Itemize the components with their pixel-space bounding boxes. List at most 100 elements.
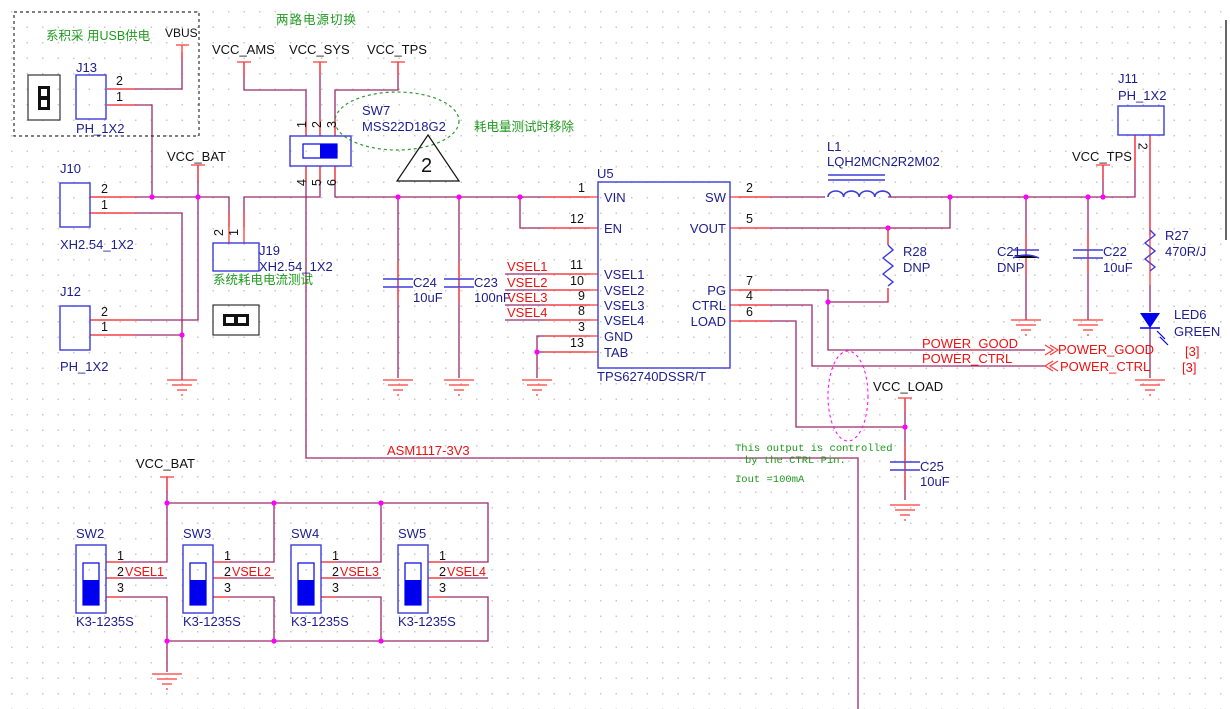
ground-symbol [1135, 379, 1165, 396]
sw5-ref[interactable]: SW5 [398, 526, 427, 541]
c23-ref[interactable]: C23 [474, 275, 498, 290]
led6-triangle [1140, 313, 1160, 328]
wire-pg [738, 289, 1045, 351]
c22-value: 10uF [1103, 260, 1133, 275]
wire-vout [738, 197, 951, 229]
c25-ref[interactable]: C25 [920, 459, 944, 474]
net-vsel1[interactable]: VSEL1 [507, 259, 548, 274]
net-vcc-load[interactable]: VCC_LOAD [873, 379, 944, 394]
net-asm1117[interactable]: ASM1117-3V3 [387, 443, 470, 458]
r27-ref[interactable]: R27 [1165, 228, 1189, 243]
sw3-ref[interactable]: SW3 [183, 526, 212, 541]
wire-j10-pin2 [90, 196, 230, 227]
c25-value: 10uF [920, 474, 950, 489]
u5-ref[interactable]: U5 [597, 166, 614, 181]
sw2-ref[interactable]: SW2 [76, 526, 105, 541]
net-vcc-tps-right[interactable]: VCC_TPS [1072, 149, 1132, 164]
net-vcc-bat-bottom[interactable]: VCC_BAT [136, 456, 195, 471]
net-vsel3[interactable]: VSEL3 [340, 565, 379, 579]
net-power-ctrl[interactable]: POWER_CTRL [922, 351, 1013, 366]
pin-number: 1 [439, 549, 446, 563]
u5-pin-number: 2 [746, 181, 753, 195]
port-power-good[interactable]: POWER_GOOD [1058, 342, 1155, 357]
net-vsel4[interactable]: VSEL4 [507, 305, 548, 320]
j13-value: PH_1X2 [76, 121, 125, 136]
revision-number: 2 [421, 155, 433, 177]
wire-sw2-1 [106, 503, 168, 563]
u5-pin-number: 8 [578, 304, 585, 318]
wire-sw4-3 [321, 596, 382, 641]
u5-pin-vout: VOUT [689, 221, 726, 236]
pin-number: 3 [439, 581, 446, 595]
pin-number: 2 [117, 565, 124, 579]
j19-ref[interactable]: J19 [259, 243, 280, 258]
sw7-ref[interactable]: SW7 [362, 103, 391, 118]
u5-pin-number: 3 [578, 320, 585, 334]
pin-number: 1 [227, 229, 241, 236]
wire-vcc-bat-bus [166, 477, 489, 563]
u5-pin-en: EN [604, 221, 623, 236]
note-remove-for-test: 耗电量测试时移除 [474, 120, 575, 134]
r28-value: DNP [903, 260, 931, 275]
u5-pin-ctrl: CTRL [692, 298, 726, 313]
net-vbus[interactable]: VBUS [165, 26, 198, 40]
led6-value: GREEN [1174, 324, 1221, 339]
j11-ref[interactable]: J11 [1118, 71, 1138, 86]
net-vcc-tps[interactable]: VCC_TPS [367, 42, 427, 57]
sw4-value: K3-1235S [291, 614, 349, 629]
c24-ref[interactable]: C24 [413, 275, 437, 290]
u5-pin-vsel2: VSEL2 [604, 283, 645, 298]
u5-value: TPS62740DSSR/T [597, 369, 707, 384]
port-power-ctrl-arrow [1043, 360, 1059, 372]
pin-number: 2 [224, 565, 231, 579]
c21-value: DNP [997, 260, 1025, 275]
pin-number: 3 [325, 121, 339, 128]
c22-ref[interactable]: C22 [1103, 244, 1127, 259]
pin-number: 2 [332, 565, 339, 579]
net-vsel1[interactable]: VSEL1 [125, 565, 164, 579]
port-power-ctrl[interactable]: POWER_CTRL [1060, 359, 1151, 374]
r27-value: 470R/J [1165, 244, 1207, 259]
net-vcc-bat[interactable]: VCC_BAT [167, 149, 226, 164]
pin-number: 2 [101, 182, 108, 196]
c24-value: 10uF [413, 290, 443, 305]
ground-symbol [1073, 319, 1103, 336]
u5-pin-vsel4: VSEL4 [604, 313, 645, 328]
r27-zigzag [1143, 229, 1157, 272]
pin-number: 2 [1135, 142, 1150, 150]
sw5-value: K3-1235S [398, 614, 456, 629]
j12-ref[interactable]: J12 [60, 284, 81, 299]
j19-body [212, 242, 260, 272]
u5-pin-number: 5 [746, 212, 753, 226]
j13-ref[interactable]: J13 [76, 60, 97, 75]
r28-ref[interactable]: R28 [903, 244, 927, 259]
wire-sw3-1 [213, 503, 275, 563]
u5-pin-number: 1 [578, 181, 585, 195]
sw3-value: K3-1235S [183, 614, 241, 629]
net-vsel3[interactable]: VSEL3 [507, 290, 548, 305]
c21-ref[interactable]: C21 [997, 244, 1021, 259]
wire-gnd-bus [166, 596, 489, 672]
net-power-good[interactable]: POWER_GOOD [922, 336, 1019, 351]
l1-value: LQH2MCN2R2M02 [827, 154, 940, 169]
u5-body [597, 181, 731, 369]
port-ref-ctrl: [3] [1182, 360, 1197, 375]
pin-number: 5 [310, 179, 324, 186]
net-vsel2[interactable]: VSEL2 [232, 565, 271, 579]
wire-ctrl [738, 304, 1045, 367]
j12-body [59, 305, 91, 351]
u5-pin-tab: TAB [604, 345, 629, 360]
net-vsel2[interactable]: VSEL2 [507, 275, 548, 290]
net-vcc-sys[interactable]: VCC_SYS [289, 42, 350, 57]
j10-ref[interactable]: J10 [60, 161, 81, 176]
sw4-ref[interactable]: SW4 [291, 526, 320, 541]
net-vcc-ams[interactable]: VCC_AMS [212, 42, 275, 57]
l1-ref[interactable]: L1 [827, 139, 842, 154]
net-vsel4[interactable]: VSEL4 [447, 565, 486, 579]
note-dual-power: 两路电源切换 [276, 13, 358, 27]
led6-ref[interactable]: LED6 [1174, 307, 1207, 322]
pin-number: 3 [117, 581, 124, 595]
pin-number: 1 [101, 198, 108, 212]
port-power-good-arrow [1044, 344, 1060, 356]
